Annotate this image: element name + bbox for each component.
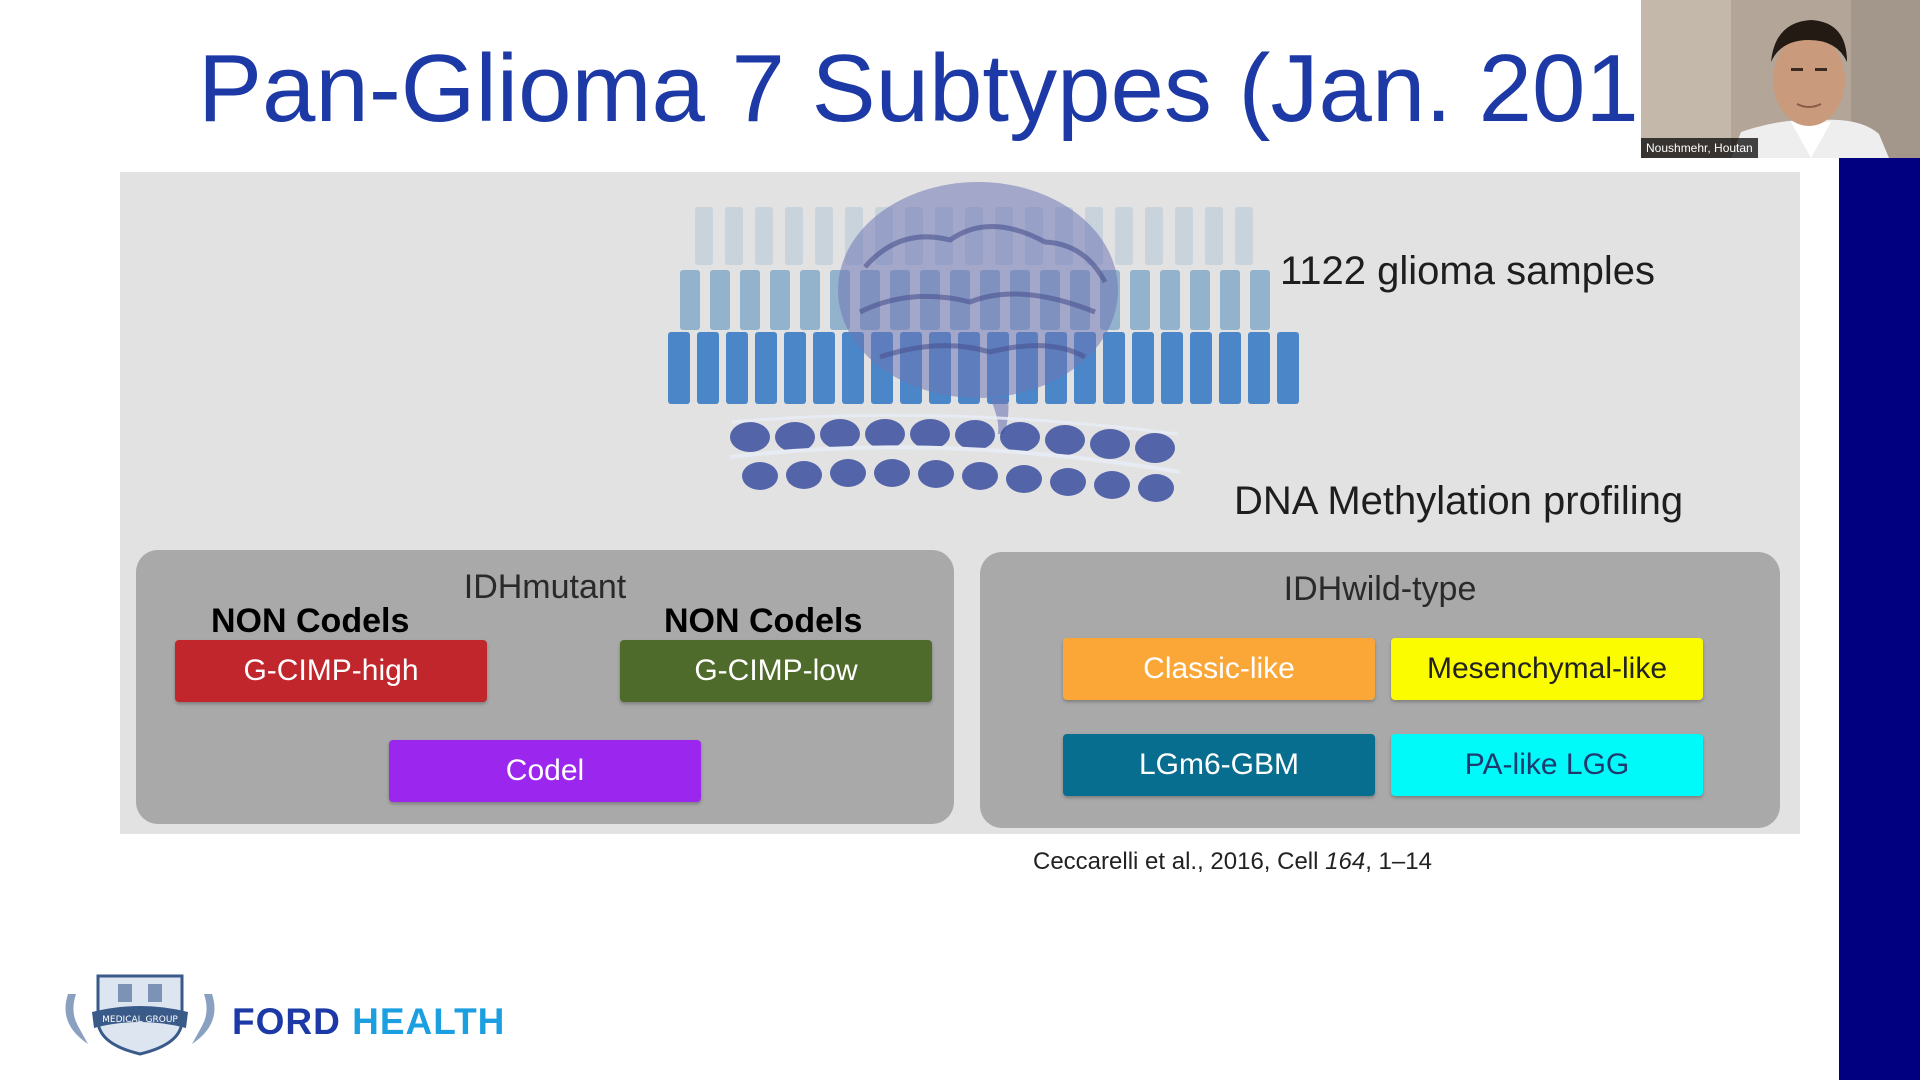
non-codels-label-right: NON Codels — [664, 602, 863, 640]
participant-video-feed — [1641, 0, 1920, 158]
brain-icon — [838, 182, 1118, 434]
subtype-g-cimp-high-label: G-CIMP-high — [243, 654, 419, 687]
subtype-figure: 1122 glioma samples DNA Methylation prof… — [120, 172, 1800, 834]
subtype-g-cimp-low: G-CIMP-low — [620, 640, 932, 702]
methylation-label: DNA Methylation profiling — [1234, 479, 1684, 523]
logo-word-health: HEALTH — [352, 1001, 506, 1042]
subtype-pa-like-lgg: PA-like LGG — [1391, 734, 1703, 796]
subtype-g-cimp-low-label: G-CIMP-low — [694, 654, 858, 687]
idh-mutant-label: IDHmutant — [463, 568, 627, 606]
citation-volume: 164 — [1325, 848, 1366, 875]
medical-group-crest-icon: MEDICAL GROUP — [65, 974, 215, 1056]
subtype-pa-like-lgg-label: PA-like LGG — [1464, 748, 1630, 781]
subtype-mesenchymal-like-label: Mesenchymal-like — [1426, 652, 1668, 685]
crest-text: MEDICAL GROUP — [102, 1015, 178, 1025]
participant-video-tile[interactable]: Noushmehr, Houtan — [1641, 0, 1920, 158]
subtype-codel-label: Codel — [505, 754, 585, 787]
citation-prefix: Ceccarelli et al., 2016, Cell — [1033, 848, 1326, 875]
dna-helix-icon — [729, 413, 1181, 502]
idh-mutant-group: IDHmutant NON Codels NON Codels G-CIMP-h… — [136, 550, 954, 824]
citation-suffix: , 1–14 — [1365, 848, 1432, 875]
slide-title: Pan-Glioma 7 Subtypes (Jan. 201 — [198, 35, 1639, 142]
subtype-lgm6-gbm: LGm6-GBM — [1063, 734, 1375, 796]
subtype-g-cimp-high: G-CIMP-high — [175, 640, 487, 702]
subtype-classic-like: Classic-like — [1063, 638, 1375, 700]
right-sidebar-bar — [1839, 158, 1920, 1080]
idh-wildtype-group: IDHwild-type Classic-like Mesenchymal-li… — [980, 552, 1780, 828]
subtype-classic-like-label: Classic-like — [1143, 652, 1295, 685]
logo-word-ford: FORD — [232, 1001, 353, 1042]
figure-illustration — [668, 182, 1299, 502]
subtype-lgm6-gbm-label: LGm6-GBM — [1138, 748, 1300, 781]
subtype-codel: Codel — [389, 740, 701, 802]
samples-label: 1122 glioma samples — [1280, 249, 1656, 293]
logo-wordmark: FORD HEALTH — [232, 1001, 505, 1043]
subtype-mesenchymal-like: Mesenchymal-like — [1391, 638, 1703, 700]
participant-name-label: Noushmehr, Houtan — [1641, 138, 1758, 158]
non-codels-label-left: NON Codels — [211, 602, 410, 640]
idh-wildtype-label: IDHwild-type — [1283, 570, 1477, 608]
citation: Ceccarelli et al., 2016, Cell 164, 1–14 — [1033, 848, 1432, 876]
